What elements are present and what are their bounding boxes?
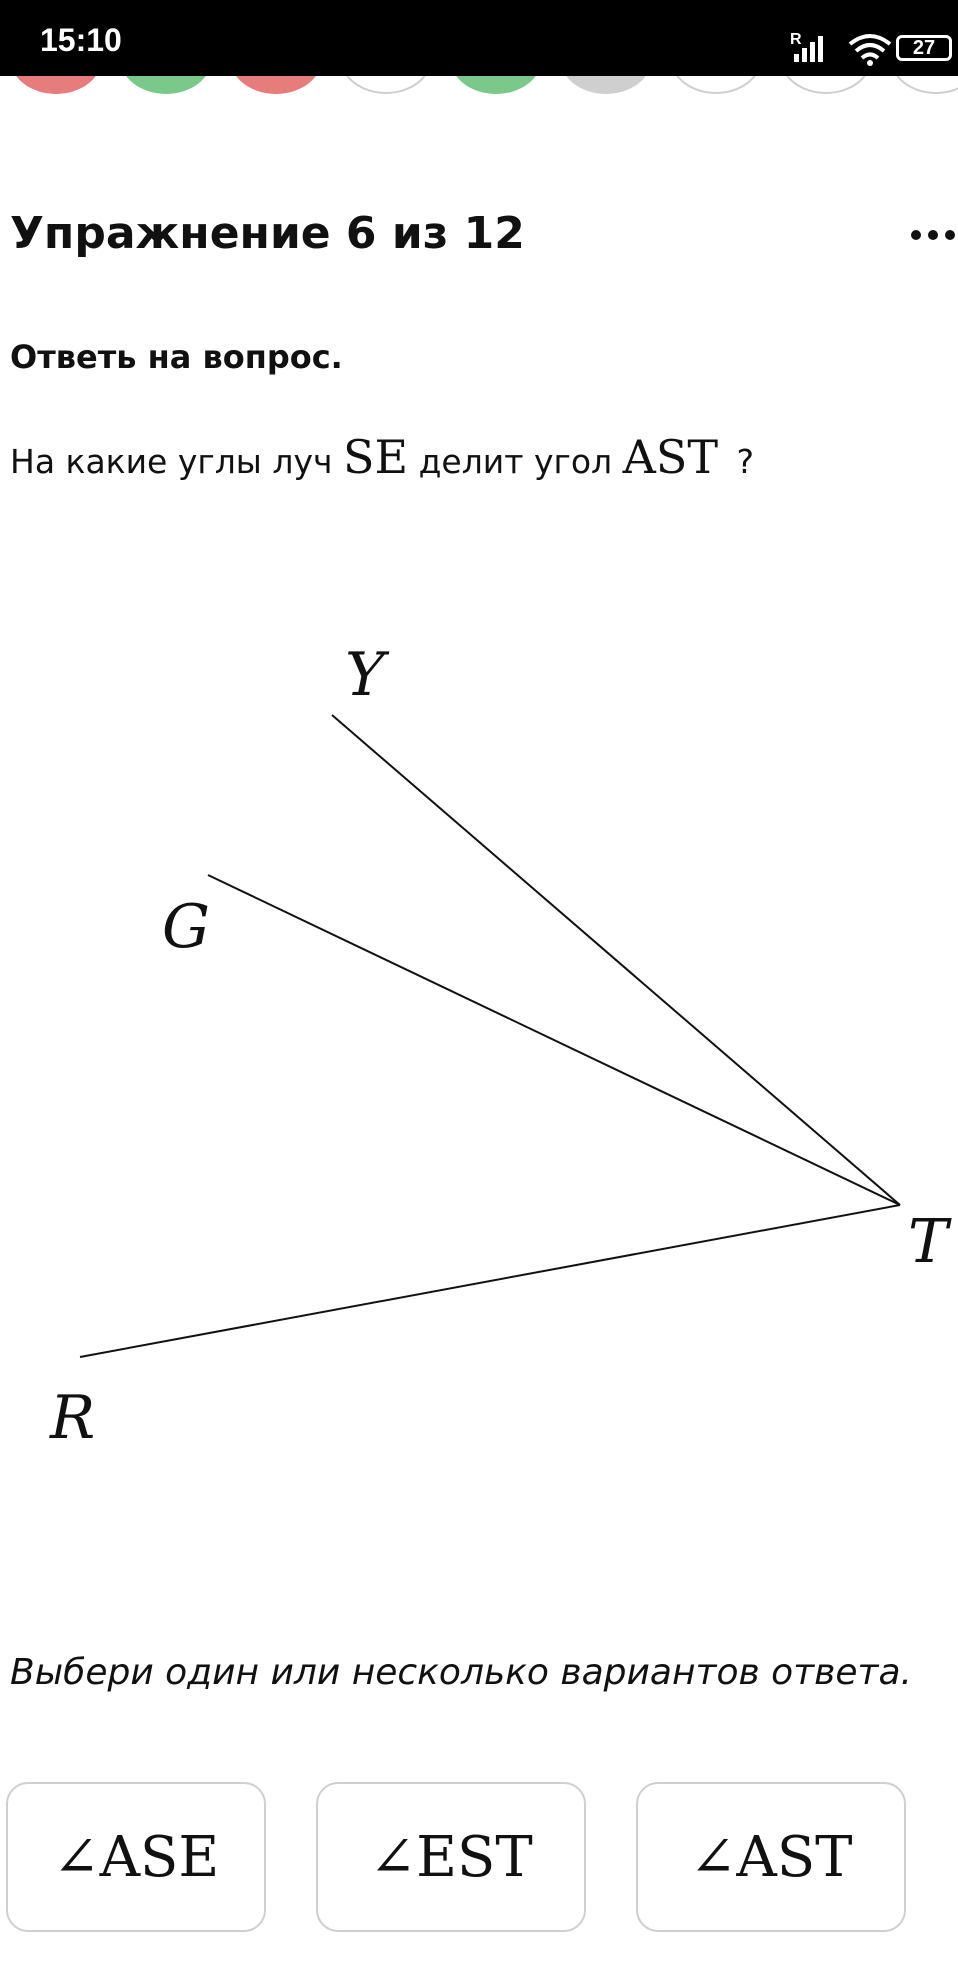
ray-tg bbox=[207, 874, 901, 1206]
signal-icon: R bbox=[790, 31, 823, 62]
option-angle-ase[interactable]: ∠ASE bbox=[6, 1782, 266, 1932]
ray-name: SE bbox=[342, 430, 409, 484]
more-button[interactable] bbox=[900, 206, 958, 262]
option-label: ∠EST bbox=[369, 1824, 533, 1890]
option-label: ∠ASE bbox=[52, 1824, 220, 1890]
question-middle: делит угол bbox=[418, 442, 613, 481]
option-angle-est[interactable]: ∠EST bbox=[316, 1782, 586, 1932]
label-y: Y bbox=[345, 640, 390, 710]
more-icon bbox=[911, 230, 955, 240]
label-t: T bbox=[908, 1207, 952, 1277]
option-label: ∠AST bbox=[689, 1824, 853, 1890]
ray-ty bbox=[331, 714, 901, 1206]
exercise-title: Упражнение 6 из 12 bbox=[10, 208, 525, 259]
question-text: На какие углы луч SE делит угол AST ? bbox=[10, 430, 754, 484]
question-prefix: На какие углы луч bbox=[10, 442, 333, 481]
status-time: 15:10 bbox=[40, 22, 122, 58]
label-r: R bbox=[49, 1383, 95, 1453]
geometry-figure: Y G T R bbox=[49, 640, 952, 1453]
instruction-text: Ответь на вопрос. bbox=[10, 338, 343, 376]
angle-name: AST bbox=[622, 430, 719, 484]
status-icons: R 27 bbox=[768, 0, 958, 76]
option-angle-ast[interactable]: ∠AST bbox=[636, 1782, 906, 1932]
ray-tr bbox=[79, 1204, 901, 1358]
question-suffix: ? bbox=[736, 442, 755, 481]
battery-icon: 27 bbox=[896, 35, 952, 61]
status-bar: 15:10 R 27 bbox=[0, 0, 958, 76]
signal-label: R bbox=[790, 31, 802, 48]
label-g: G bbox=[162, 892, 210, 962]
hint-text: Выбери один или несколько вариантов отве… bbox=[10, 1652, 913, 1693]
wifi-icon bbox=[848, 34, 892, 66]
